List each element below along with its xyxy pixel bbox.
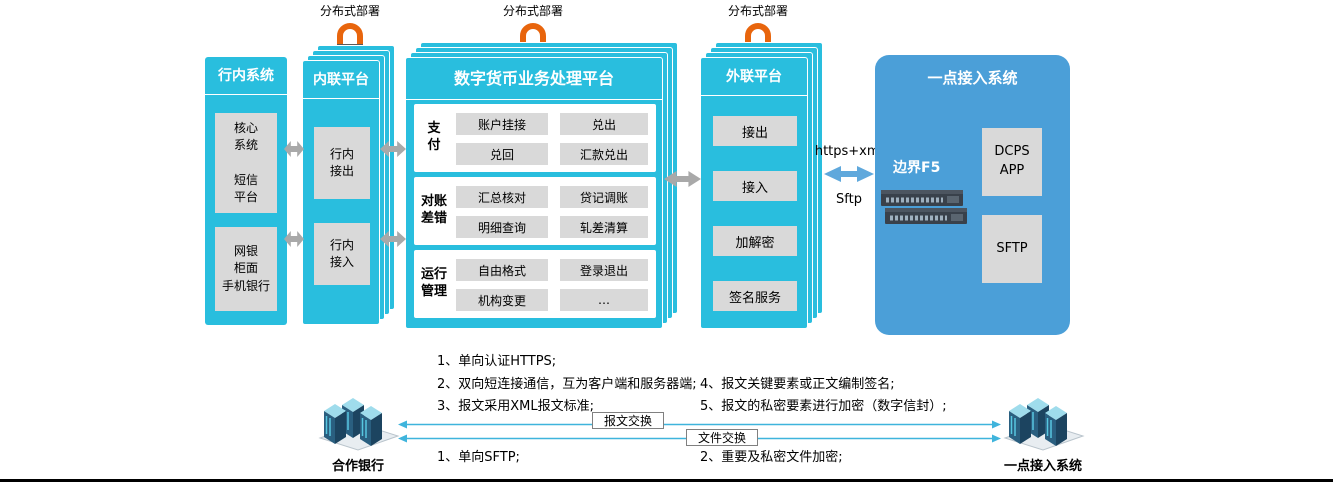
access-system-box: 一点接入系统 边界F5 DCPS APP SFTP [875,55,1070,335]
double-arrow [664,171,701,187]
inbound-out-item: 行内 接出 [314,127,370,199]
inner-platform-title: 内联平台 [303,61,379,99]
border-f5-label: 边界F5 [893,160,941,176]
function-button: 接出 [713,116,797,146]
deploy-label: 分布式部署 [727,4,788,18]
message-exchange-arrow [398,420,1001,429]
server-icon [318,397,400,451]
note-sftp-1: 1、单向SFTP; [437,450,520,465]
function-button: 加解密 [713,226,797,256]
double-arrow [380,231,406,247]
function-button: 登录退出 [560,259,648,281]
access-system-bottom-label: 一点接入系统 [1003,459,1082,474]
dc-platform-box: 数字货币业务处理平台 支 付 账户挂接 兑出 兑回 汇款兑出 对账 差错 汇总核… [405,57,663,329]
channel-item: 网银 柜面 手机银行 [215,227,277,311]
note-1: 1、单向认证HTTPS; [437,354,557,369]
function-button: 汇总核对 [456,186,548,208]
inner-platform-box: 内联平台 行内 接出 行内 接入 [302,60,380,325]
inner-platform-stack: 内联平台 行内 接出 行内 接入 [302,45,395,325]
function-button: 账户挂接 [456,113,548,135]
function-button: 签名服务 [713,281,797,311]
link-double-arrow [824,166,874,182]
bank-system-box: 行内系统 核心 系统 短信 平台 网银 柜面 手机银行 [205,57,287,325]
payment-section: 支 付 账户挂接 兑出 兑回 汇款兑出 [414,104,656,172]
dc-platform-title: 数字货币业务处理平台 [406,58,662,100]
operation-section-label: 运行 管理 [420,267,447,299]
sftp-box: SFTP [982,215,1042,283]
double-arrow [284,231,304,247]
inbound-in-item: 行内 接入 [314,223,370,285]
function-button: 明细查询 [456,216,548,238]
payment-section-label: 支 付 [427,121,441,153]
outer-platform-stack: 外联平台 接出 接入 加解密 签名服务 [700,42,823,329]
function-button: 接入 [713,171,797,201]
function-button: 兑出 [560,113,648,135]
function-button: 兑回 [456,143,548,165]
double-arrow [380,141,406,157]
dcps-app-box: DCPS APP [982,128,1042,196]
function-button: 汇款兑出 [560,143,648,165]
deploy-label: 分布式部署 [319,4,380,18]
note-sftp-2: 2、重要及私密文件加密; [700,450,843,465]
server-icon [1003,397,1085,451]
reconcile-section-label: 对账 差错 [420,194,447,226]
operation-section: 运行 管理 自由格式 登录退出 机构变更 … [414,250,656,318]
access-system-title: 一点接入系统 [927,69,1018,87]
file-exchange-label: 文件交换 [686,429,758,446]
function-button: 机构变更 [456,289,548,311]
function-button: 贷记调账 [560,186,648,208]
bank-system-title: 行内系统 [205,57,287,95]
message-exchange-label: 报文交换 [592,412,664,429]
clamp-icon [337,23,363,46]
switch-icon [881,190,967,224]
outer-platform-title: 外联平台 [701,58,807,96]
core-system-item: 核心 系统 短信 平台 [215,113,277,213]
link-label-https: https+xml [814,144,884,159]
outer-platform-box: 外联平台 接出 接入 加解密 签名服务 [700,57,808,329]
function-button: 自由格式 [456,259,548,281]
link-label-sftp: Sftp [836,192,862,207]
function-button: 轧差清算 [560,216,648,238]
deploy-group-1: 分布式部署 [315,2,385,50]
deploy-label: 分布式部署 [502,4,563,18]
dc-platform-stack: 数字货币业务处理平台 支 付 账户挂接 兑出 兑回 汇款兑出 对账 差错 汇总核… [405,42,678,329]
note-4: 4、报文关键要素或正文编制签名; [700,377,895,392]
note-5: 5、报文的私密要素进行加密（数字信封）; [700,399,947,414]
bottom-border-line [0,479,1333,482]
reconcile-section: 对账 差错 汇总核对 贷记调账 明细查询 轧差清算 [414,177,656,245]
partner-bank-label: 合作银行 [331,459,384,474]
note-3: 3、报文采用XML报文标准; [437,399,595,414]
function-button: … [560,289,648,311]
double-arrow [284,141,304,157]
note-2: 2、双向短连接通信，互为客户端和服务器端; [437,377,697,392]
